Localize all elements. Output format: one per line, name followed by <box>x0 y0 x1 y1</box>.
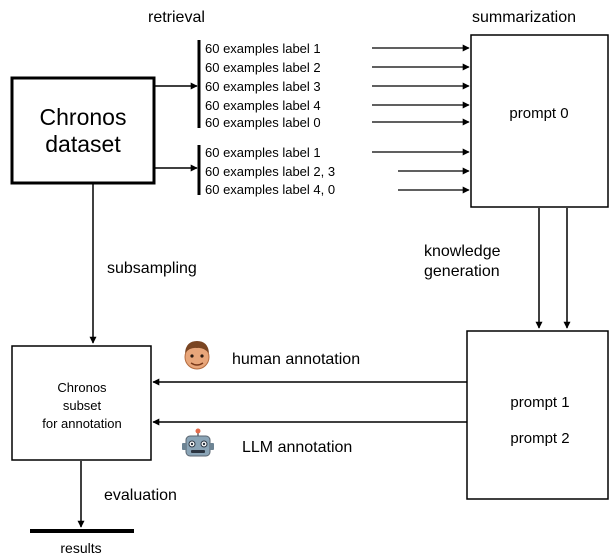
human-annotation-label: human annotation <box>232 351 360 368</box>
group-b-item: 60 examples label 2, 3 <box>205 164 335 179</box>
subset-box <box>11 345 152 461</box>
group-a-item: 60 examples label 1 <box>205 41 321 56</box>
retrieval-label: retrieval <box>148 9 205 26</box>
summarization-label: summarization <box>472 9 576 26</box>
knowledge-prompt-1: prompt 1 <box>510 394 569 411</box>
human-face-icon <box>184 341 210 370</box>
group-a-item: 60 examples label 0 <box>205 115 321 130</box>
subset-title-line3: for annotation <box>42 416 122 431</box>
knowledge-label-line1: knowledge <box>424 243 501 260</box>
knowledge-label-line2: generation <box>424 263 500 280</box>
group-a-item: 60 examples label 4 <box>205 98 321 113</box>
subsampling-label: subsampling <box>107 260 197 277</box>
group-b-item: 60 examples label 1 <box>205 145 321 160</box>
knowledge-box <box>466 330 609 500</box>
robot-icon <box>182 428 214 457</box>
chronos-dataset-box <box>10 76 156 185</box>
knowledge-prompt-2: prompt 2 <box>510 430 569 447</box>
results-label: results <box>60 540 101 556</box>
group-a-item: 60 examples label 3 <box>205 79 321 94</box>
subset-title-line2: subset <box>63 398 102 413</box>
summarizer-box <box>470 34 609 208</box>
dataset-title-line2: dataset <box>45 131 121 157</box>
evaluation-label: evaluation <box>104 487 177 504</box>
group-a-item: 60 examples label 2 <box>205 60 321 75</box>
summarizer-prompt: prompt 0 <box>509 105 568 122</box>
subset-title-line1: Chronos <box>57 380 107 395</box>
dataset-title-line1: Chronos <box>40 104 127 130</box>
llm-annotation-label: LLM annotation <box>242 439 352 456</box>
group-b-item: 60 examples label 4, 0 <box>205 182 335 197</box>
